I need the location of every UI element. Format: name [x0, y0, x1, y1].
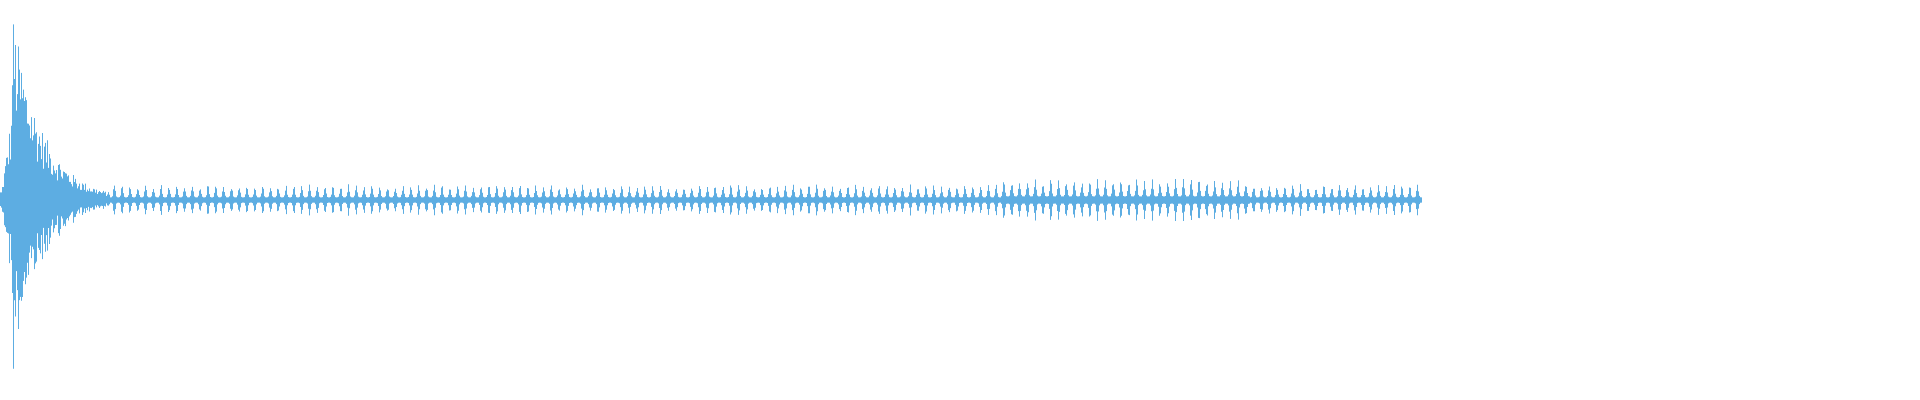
waveform-bars: [0, 24, 1422, 369]
